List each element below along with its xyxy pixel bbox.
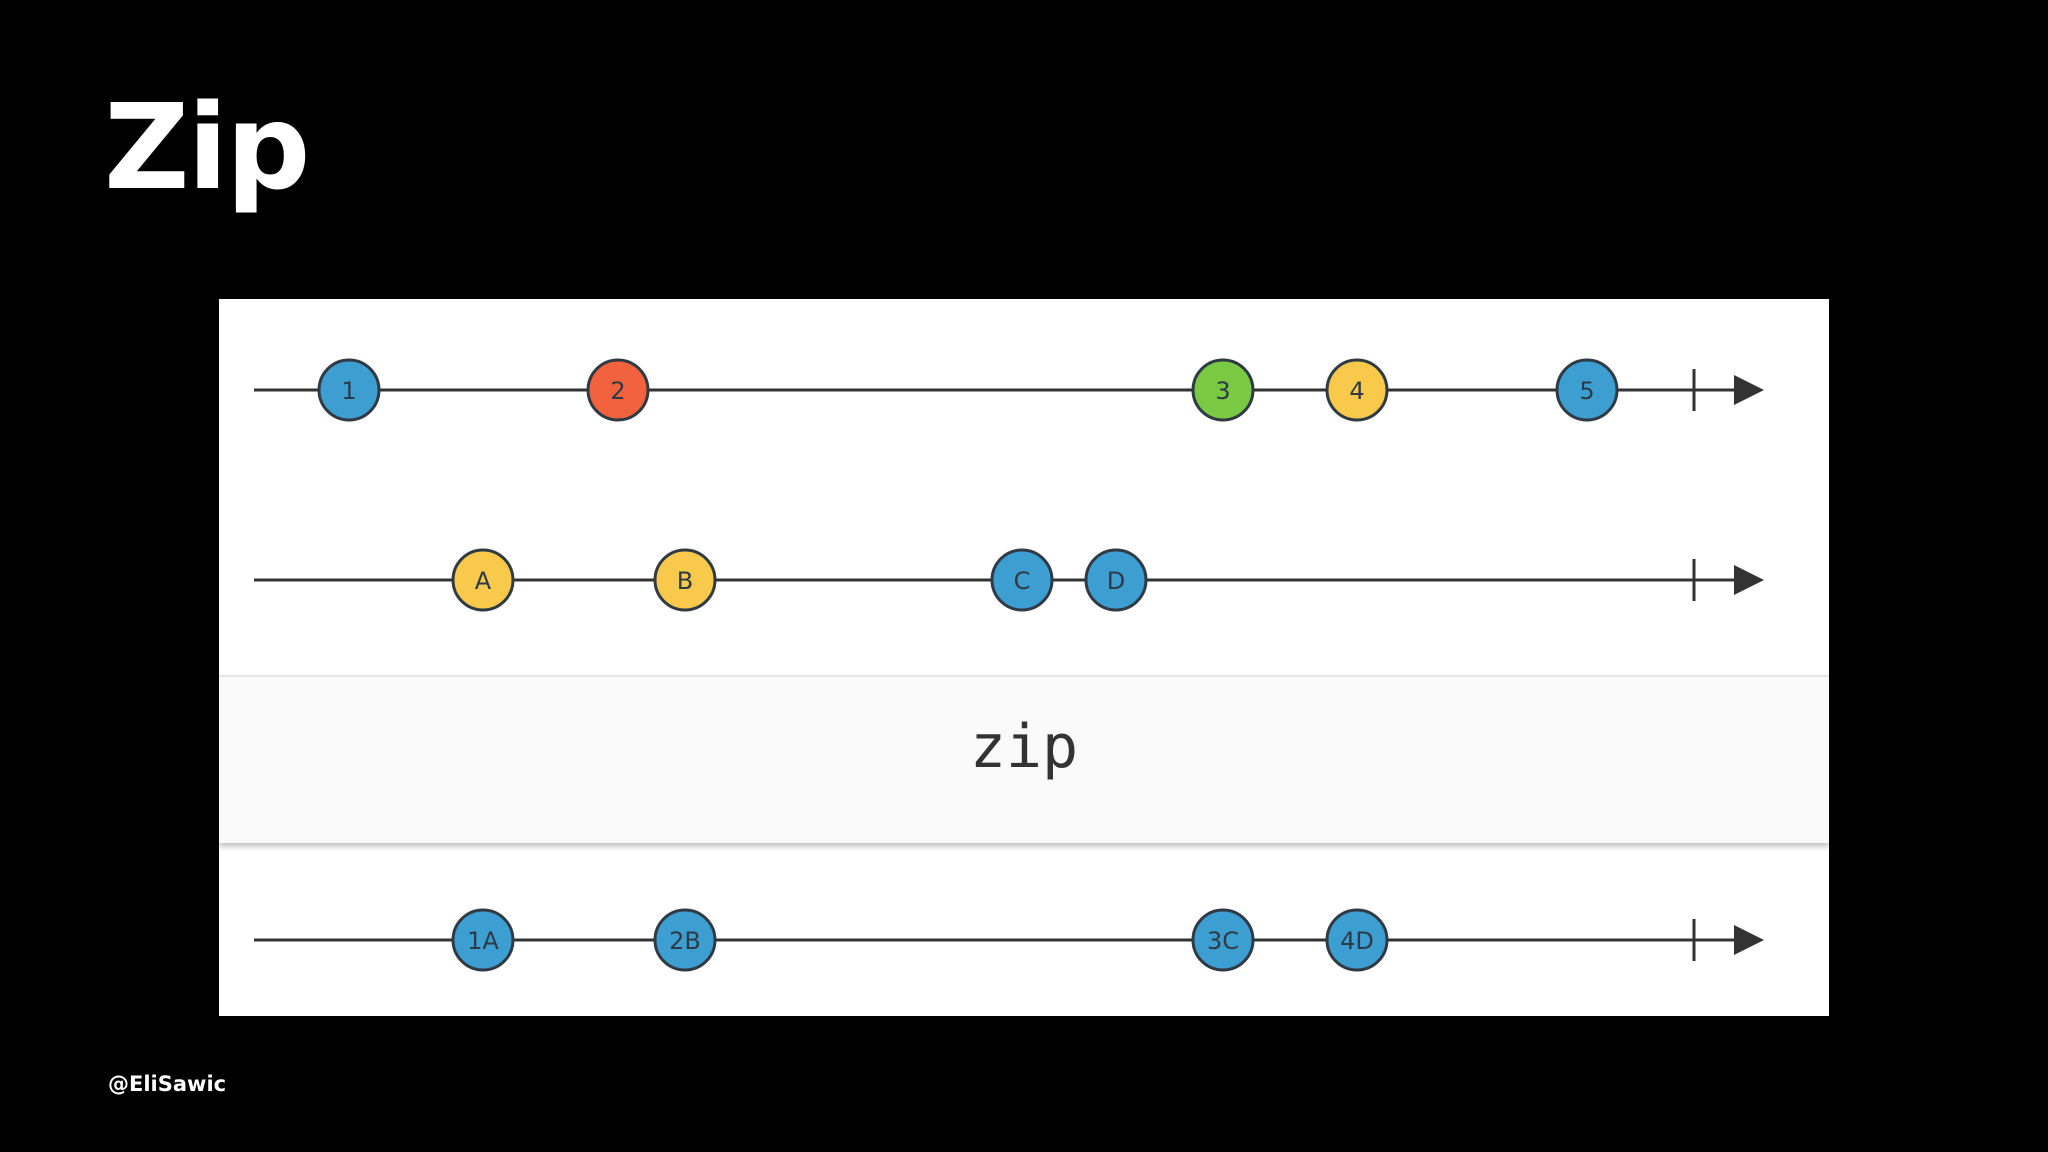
marble-circle (1191, 908, 1255, 972)
marble: B (653, 548, 717, 612)
slide-title: Zip (104, 78, 310, 216)
marble-label: 1 (341, 377, 356, 405)
marble-label: 1A (467, 927, 499, 955)
arrow-head-icon (1734, 375, 1764, 405)
marble: 1A (451, 908, 515, 972)
marble: 3 (1191, 358, 1255, 422)
marble: A (451, 548, 515, 612)
marble-label: 2B (669, 927, 701, 955)
arrow-head-icon (1734, 925, 1764, 955)
marble: 5 (1555, 358, 1619, 422)
marble-label: 4 (1349, 377, 1364, 405)
marble: 1 (317, 358, 381, 422)
marble-circle (1325, 908, 1389, 972)
timeline-input-letters: A B C D (254, 548, 1764, 612)
marble-circle (451, 548, 515, 612)
marble: 3C (1191, 908, 1255, 972)
timeline-input-numbers: 1 2 3 4 5 (254, 358, 1764, 422)
marble-circle (1325, 358, 1389, 422)
marble-label: 3 (1215, 377, 1230, 405)
marble-circle (653, 908, 717, 972)
marble-circle (1084, 548, 1148, 612)
operator-box: zip (219, 675, 1829, 843)
marble-circle (586, 358, 650, 422)
author-handle: @EliSawic (108, 1072, 227, 1096)
timelines: 1 2 3 4 5A B C D 1A 2B 3C 4D (254, 358, 1764, 972)
marble: D (1084, 548, 1148, 612)
marble: 2B (653, 908, 717, 972)
marble-label: B (677, 567, 693, 595)
operator-label: zip (969, 712, 1079, 782)
marble: 4D (1325, 908, 1389, 972)
marble-label: A (475, 567, 492, 595)
marble-circle (653, 548, 717, 612)
marble-label: 2 (610, 377, 625, 405)
marble-label: D (1107, 567, 1125, 595)
marble-circle (1555, 358, 1619, 422)
marble: 2 (586, 358, 650, 422)
marble-circle (317, 358, 381, 422)
marble-circle (990, 548, 1054, 612)
marble-label: 4D (1340, 927, 1374, 955)
marble: C (990, 548, 1054, 612)
marble-circle (451, 908, 515, 972)
marble-label: 3C (1207, 927, 1239, 955)
marble: 4 (1325, 358, 1389, 422)
marble-label: 5 (1579, 377, 1594, 405)
marble-label: C (1014, 567, 1031, 595)
arrow-head-icon (1734, 565, 1764, 595)
timeline-output-zipped: 1A 2B 3C 4D (254, 908, 1764, 972)
marble-circle (1191, 358, 1255, 422)
